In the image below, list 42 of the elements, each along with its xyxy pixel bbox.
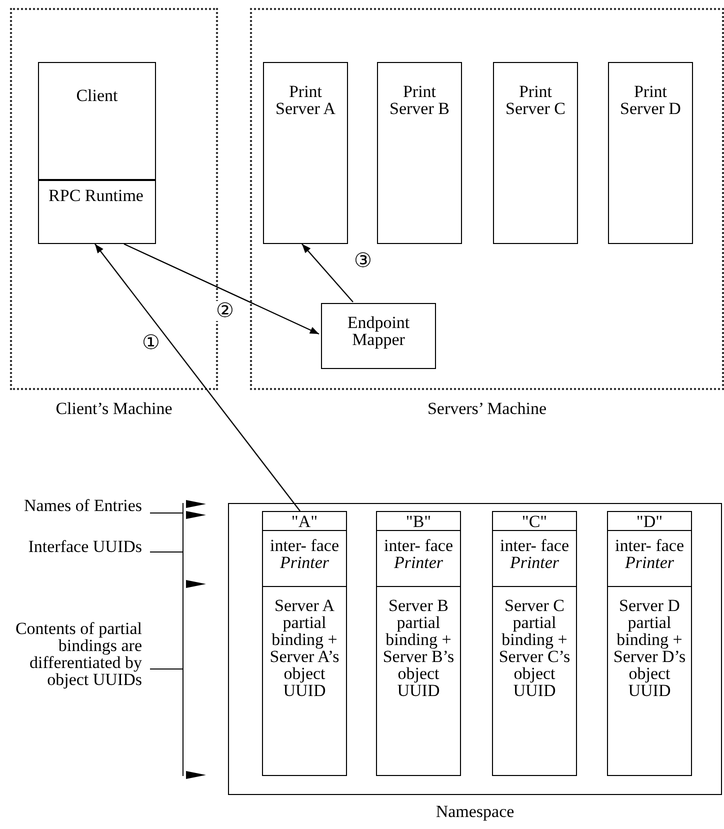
entry-name: "C" — [520, 512, 548, 530]
interface-uuid-text: inter- face Printer — [493, 530, 576, 586]
node-label: Print Server D — [619, 83, 682, 117]
edge-label: ② — [215, 301, 235, 321]
namespace-box — [228, 503, 722, 795]
server-box — [493, 62, 578, 244]
node-label: Endpoint Mapper — [346, 314, 411, 348]
interface-uuid-text: inter- face Printer — [263, 530, 346, 586]
binding-text: Server D partial binding + Server D’s object UUID — [608, 586, 691, 775]
node-label: Print Server B — [388, 83, 450, 117]
machine-region — [10, 8, 218, 390]
entry-name: "B" — [404, 512, 432, 530]
namespace-entry — [492, 511, 577, 776]
node-label: Client — [75, 87, 119, 104]
arrow — [124, 243, 320, 335]
node-label: RPC Runtime — [48, 187, 144, 204]
entry-name: "D" — [635, 512, 664, 530]
region-label: Client’s Machine — [54, 400, 174, 417]
arrow — [302, 244, 354, 302]
region-label: Servers’ Machine — [426, 400, 548, 417]
binding-text: Server B partial binding + Server B’s object UUID — [377, 586, 460, 775]
annotation-text: Interface UUIDs — [27, 538, 142, 555]
interface-uuid-text: inter- face Printer — [608, 530, 691, 586]
namespace-label: Namespace — [434, 803, 516, 820]
server-box — [377, 62, 462, 244]
annotation-text: Names of Entries — [22, 497, 142, 514]
interface-uuid-text: inter- face Printer — [377, 530, 460, 586]
client-box — [38, 62, 156, 244]
entry-name: "A" — [290, 512, 319, 530]
server-box — [608, 62, 693, 244]
namespace-entry — [376, 511, 461, 776]
node-label: Print Server A — [274, 83, 336, 117]
node-label: Print Server C — [504, 83, 566, 117]
arrow — [94, 244, 300, 512]
endpoint-mapper-box — [321, 303, 436, 369]
namespace-entry — [607, 511, 692, 776]
machine-region — [250, 8, 724, 390]
namespace-entry — [262, 511, 347, 776]
server-box — [263, 62, 348, 244]
annotation-text: Contents of partial bindings are differentiated by object UUIDs — [14, 620, 142, 688]
binding-text: Server C partial binding + Server C’s object UUID — [493, 586, 576, 775]
binding-text: Server A partial binding + Server A’s object UUID — [263, 586, 346, 775]
